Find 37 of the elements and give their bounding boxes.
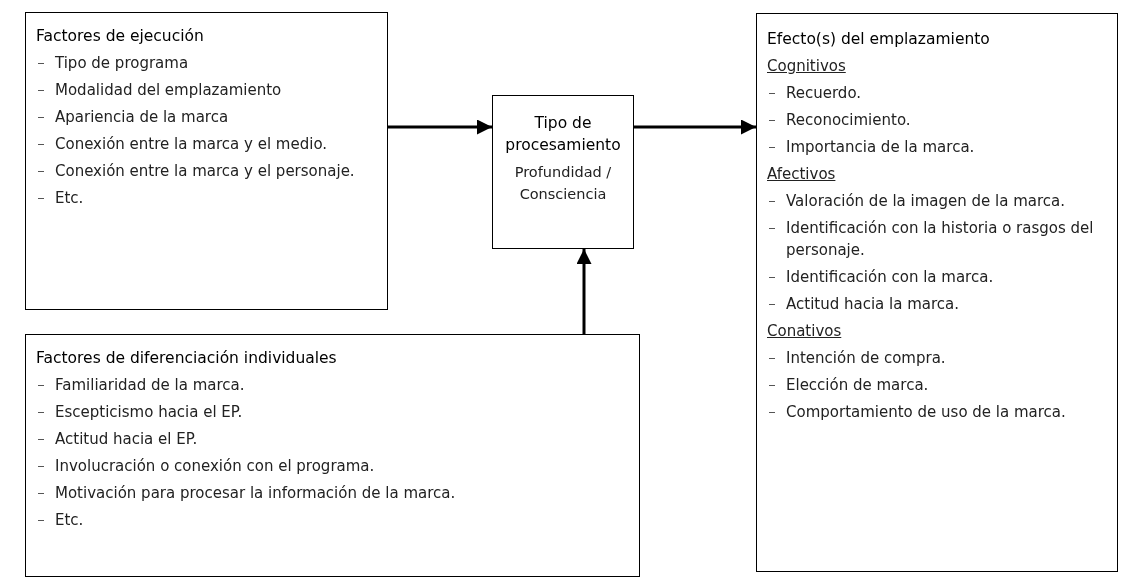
box-heading: Factores de ejecución <box>36 26 205 47</box>
list-item: Involucración o conexión con el programa. <box>55 456 375 477</box>
subheading: Conativos <box>767 321 842 342</box>
list-item: Comportamiento de uso de la marca. <box>786 402 1066 423</box>
box-text: Profundidad / Consciencia <box>513 163 613 204</box>
list-item: Recuerdo. <box>786 83 862 104</box>
arrow <box>576 249 592 334</box>
list-item: Conexión entre la marca y el medio. <box>55 134 328 155</box>
list-item: Motivación para procesar la información de la marca. <box>55 483 456 504</box>
list-item: Valoración de la imagen de la marca. <box>786 191 1065 212</box>
list-item: Importancia de la marca. <box>786 137 975 158</box>
box-heading: Factores de diferenciación individuales <box>36 348 338 369</box>
list-item: Actitud hacia el EP. <box>55 429 198 450</box>
text-box <box>25 12 388 310</box>
text-box <box>492 95 634 249</box>
list-item: Elección de marca. <box>786 375 929 396</box>
list-item: Reconocimiento. <box>786 110 911 131</box>
box-heading: Efecto(s) del emplazamiento <box>767 29 991 50</box>
list-item: Etc. <box>55 188 84 209</box>
box-heading: Tipo de procesamiento <box>504 113 622 156</box>
list-item: Identificación con la historia o rasgos del personaje. <box>786 218 1095 261</box>
text-box <box>25 334 640 577</box>
list-item: Identificación con la marca. <box>786 267 994 288</box>
list-item: Etc. <box>55 510 84 531</box>
list-item: Tipo de programa <box>55 53 189 74</box>
arrow <box>388 119 492 135</box>
list-item: Escepticismo hacia el EP. <box>55 402 243 423</box>
subheading: Afectivos <box>767 164 836 185</box>
subheading: Cognitivos <box>767 56 846 77</box>
text-box <box>756 13 1118 572</box>
list-item: Modalidad del emplazamiento <box>55 80 282 101</box>
list-item: Conexión entre la marca y el personaje. <box>55 161 355 182</box>
list-item: Apariencia de la marca <box>55 107 229 128</box>
arrow <box>634 119 756 135</box>
list-item: Familiaridad de la marca. <box>55 375 245 396</box>
list-item: Actitud hacia la marca. <box>786 294 960 315</box>
list-item: Intención de compra. <box>786 348 946 369</box>
